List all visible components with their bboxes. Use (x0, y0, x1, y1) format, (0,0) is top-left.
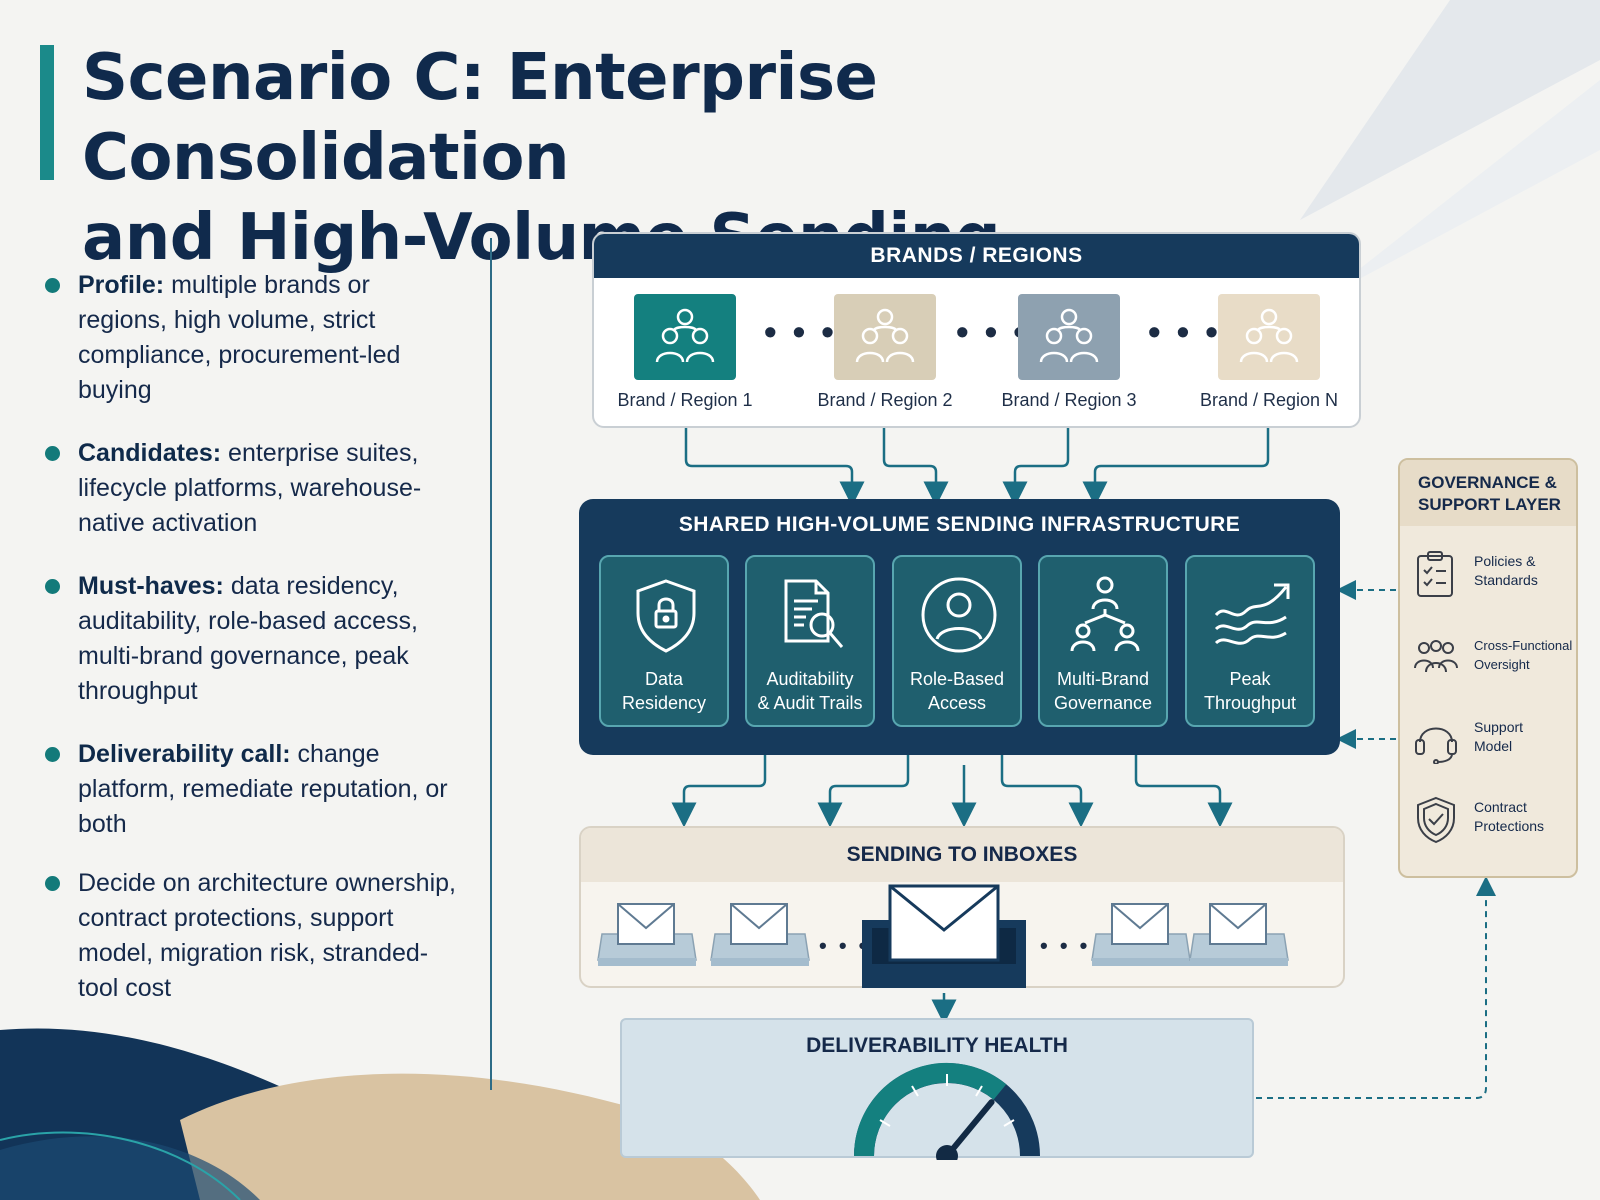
bullet-dot (45, 747, 60, 762)
gauge-needle (944, 1099, 995, 1159)
brands-header: BRANDS / REGIONS (594, 234, 1359, 278)
governance-item-policies: Policies &Standards (1414, 544, 1574, 604)
inbox-tray-icon (710, 903, 810, 966)
brand-region-n: Brand / Region N (1199, 294, 1339, 411)
arrow-out-4 (1000, 755, 1094, 828)
title-accent-bar (40, 45, 54, 180)
brand-label: Brand / Region 2 (817, 390, 953, 410)
arrow-out-2 (817, 755, 910, 828)
brand-label: Brand / Region N (1199, 390, 1339, 410)
people-group-icon (855, 308, 915, 363)
brand-region-1: Brand / Region 1 (615, 294, 755, 411)
gauge-fill (854, 1063, 1007, 1157)
bullet-decide: Decide on architecture ownership, contra… (40, 866, 460, 1006)
bullet-profile: Profile: multiple brands or regions, hig… (40, 268, 460, 408)
bullet-text: multiple brands or regions, high volume,… (78, 271, 401, 404)
inbox-ellipsis: • • • (1040, 933, 1091, 958)
brand-label: Brand / Region 3 (1001, 390, 1137, 410)
people-group-icon (1239, 308, 1299, 363)
clipboard-check-icon (1417, 551, 1453, 597)
bullet-text: data residency, auditability, role-based… (78, 572, 418, 705)
infrastructure-header: SHARED HIGH-VOLUME SENDING INFRASTRUCTUR… (678, 513, 1241, 536)
gauge-icon (854, 1063, 1040, 1160)
people-group-icon (655, 308, 715, 363)
title-line-1: Scenario C: Enterprise Consolidation (82, 41, 878, 195)
capability-label: Auditability& Audit Trails (757, 669, 863, 713)
brand-tile (834, 294, 936, 380)
health-header: DELIVERABILITY HEALTH (806, 1034, 1068, 1057)
governance-header: GOVERNANCE &SUPPORT LAYER (1400, 460, 1576, 526)
bullet-lead: Profile: (78, 271, 165, 299)
user-circle-icon (921, 577, 997, 653)
brand-tile (634, 294, 736, 380)
shield-lock-icon (636, 579, 696, 653)
bullet-dot (45, 876, 60, 891)
bullet-must-haves: Must-haves: data residency, auditability… (40, 569, 460, 709)
brand-tile (1218, 294, 1320, 380)
capability-auditability: Auditability& Audit Trails (745, 555, 875, 727)
brand-region-3: Brand / Region 3 (999, 294, 1139, 411)
deliverability-health-panel: DELIVERABILITY HEALTH (620, 1018, 1254, 1160)
brand-label: Brand / Region 1 (617, 390, 753, 410)
bullet-dot (45, 579, 60, 594)
arrow-brand-1 (684, 428, 865, 507)
team-icon (1414, 640, 1458, 673)
bullet-text: Decide on architecture ownership, contra… (78, 869, 456, 1002)
page-title: Scenario C: Enterprise Consolidation and… (82, 38, 1362, 278)
bullet-text: change platform, remediate reputation, o… (78, 740, 448, 838)
gauge-hub (936, 1145, 958, 1160)
inbox-tray-icon (1091, 903, 1191, 966)
bullet-lead: Candidates: (78, 439, 222, 467)
shield-check-icon (1417, 796, 1455, 844)
bullet-list: Profile: multiple brands or regions, hig… (40, 268, 460, 1034)
headset-icon (1415, 727, 1457, 764)
bullet-dot (45, 446, 60, 461)
trend-up-icon (1214, 583, 1290, 645)
people-group-icon (1039, 308, 1099, 363)
inbox-ellipsis: • • • (819, 933, 870, 958)
bullet-text: enterprise suites, lifecycle platforms, … (78, 439, 422, 537)
document-search-icon (784, 579, 844, 648)
governance-support-panel: GOVERNANCE &SUPPORT LAYER Policies &Stan… (1398, 458, 1578, 878)
arrow-out-1 (671, 755, 767, 828)
inbox-tray-icon (597, 903, 697, 966)
inbox-tray-icon (1189, 903, 1289, 966)
featured-inbox-icon (862, 884, 1026, 988)
arrow-brand-2 (882, 428, 949, 507)
column-divider (490, 238, 492, 1090)
brand-region-2: Brand / Region 2 (815, 294, 955, 411)
bullet-candidates: Candidates: enterprise suites, lifecycle… (40, 436, 460, 541)
arrow-out-5 (1134, 755, 1233, 828)
bullet-lead: Must-haves: (78, 572, 224, 600)
governance-item-label: Policies &Standards (1474, 553, 1538, 588)
bullet-dot (45, 278, 60, 293)
sending-header: SENDING TO INBOXES (581, 828, 1343, 882)
org-hierarchy-icon (1070, 576, 1140, 652)
arrow-brand-n (1082, 428, 1270, 507)
dashed-health-to-gov (1256, 876, 1496, 1099)
arrow-brand-3 (1002, 428, 1070, 507)
brand-tile (1018, 294, 1120, 380)
bullet-deliverability-call: Deliverability call: change platform, re… (40, 737, 460, 842)
bullet-lead: Deliverability call: (78, 740, 291, 768)
